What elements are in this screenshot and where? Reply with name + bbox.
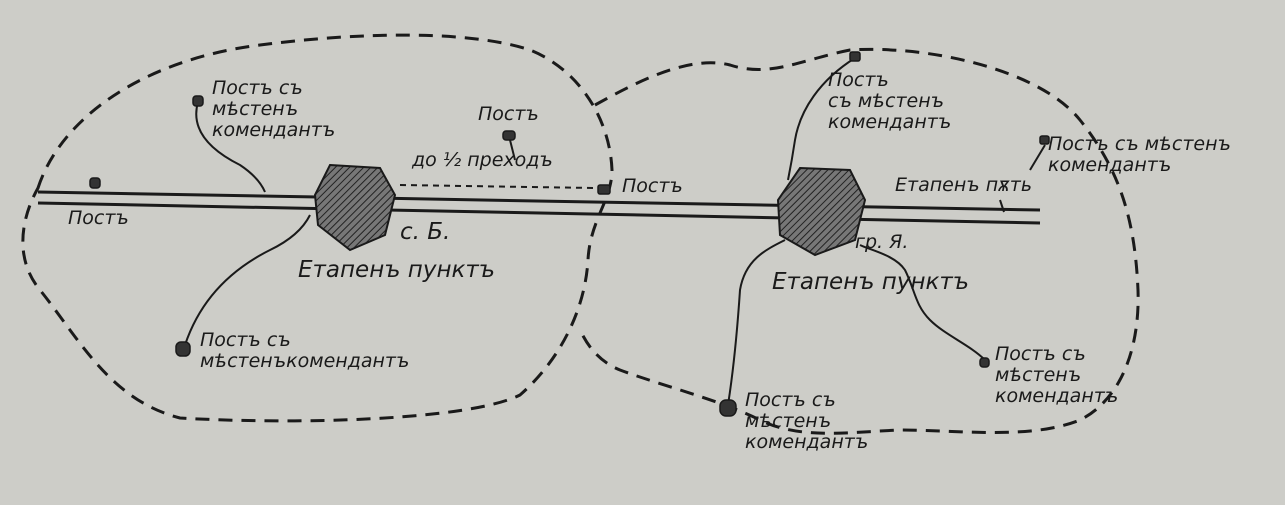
town-ya-marker bbox=[776, 166, 867, 257]
town-ya-label: гр. Я. bbox=[855, 231, 909, 253]
post-label-far-right: Постъ съ мѣстенъ комендантъ bbox=[1048, 133, 1231, 176]
post-marker bbox=[175, 341, 191, 357]
post-label-bottom-right: Постъ съ мѣстенъ комендантъ bbox=[995, 343, 1119, 407]
post-label-bottom: Постъ съ мѣстенъ комендантъ bbox=[745, 389, 869, 453]
stage-point-ya-label: Етапенъ пунктъ bbox=[772, 269, 970, 295]
post-marker bbox=[979, 357, 990, 368]
town-b-marker bbox=[313, 163, 397, 252]
post-label-mid: Постъ bbox=[478, 103, 539, 125]
post-marker bbox=[502, 130, 516, 141]
post-label-left: Постъ bbox=[68, 207, 129, 229]
post-marker bbox=[597, 184, 611, 195]
left-area-boundary bbox=[21, 33, 614, 423]
post-label-road-mid: Постъ bbox=[622, 175, 683, 197]
town-b-label: с. Б. bbox=[400, 219, 451, 245]
post-marker bbox=[89, 177, 101, 189]
post-label-top-right: Постъ съ мѣстенъ комендантъ bbox=[828, 69, 952, 133]
stage-point-b-label: Етапенъ пунктъ bbox=[298, 257, 496, 283]
road-lower-edge bbox=[37, 201, 1041, 225]
post-label-top-left: Постъ съ мѣстенъ комендантъ bbox=[212, 77, 336, 141]
post-label-bottom-left: Постъ съ мѣстенъкомендантъ bbox=[200, 329, 410, 372]
post-marker bbox=[192, 95, 204, 107]
post-marker bbox=[719, 399, 737, 417]
half-march-label: до ½ преходъ bbox=[412, 149, 553, 171]
post-marker bbox=[1039, 135, 1050, 145]
right-area-boundary bbox=[578, 47, 1140, 435]
post-marker bbox=[849, 51, 861, 62]
road-upper-edge bbox=[37, 190, 1041, 212]
stage-road-label: Етапенъ пѫть bbox=[895, 174, 1033, 196]
